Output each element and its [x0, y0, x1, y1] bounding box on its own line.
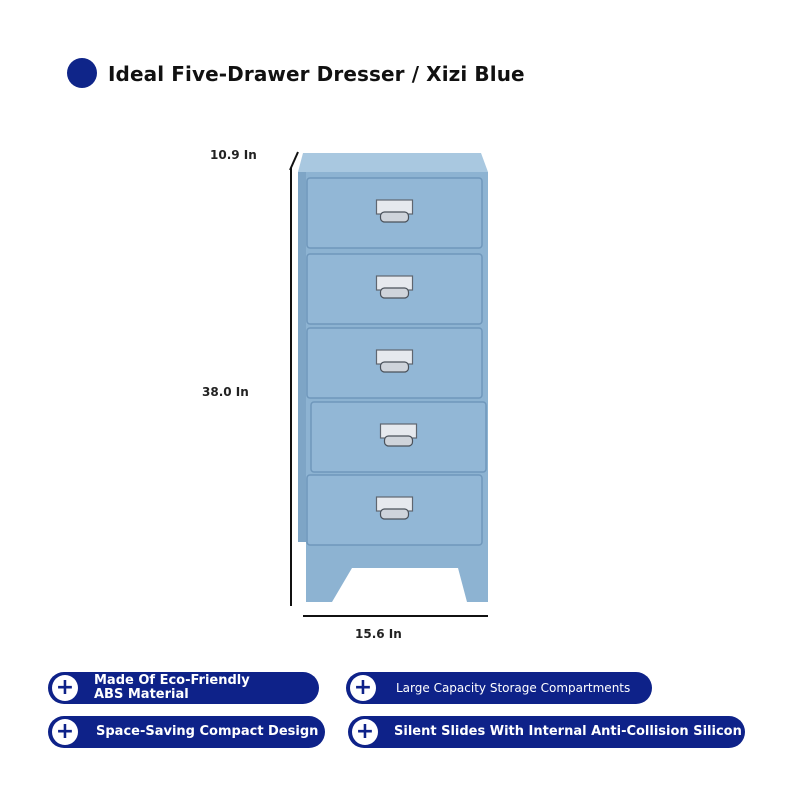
width-label: 15.6 In	[355, 627, 402, 641]
feature-silent-slides: + Silent Slides With Internal Anti-Colli…	[348, 716, 745, 748]
plus-icon: +	[350, 675, 376, 701]
drawer-pull-handle	[379, 287, 410, 299]
feature-label: Large Capacity Storage Compartments	[396, 681, 631, 695]
title-bullet-icon	[67, 58, 97, 88]
page-title: Ideal Five-Drawer Dresser / Xizi Blue	[108, 62, 525, 86]
feature-label: Space-Saving Compact Design	[96, 725, 319, 739]
height-label: 38.0 In	[202, 385, 249, 399]
drawer-pull-handle	[383, 435, 414, 447]
depth-dimension-line	[289, 151, 299, 171]
drawer-pull-handle	[379, 361, 410, 373]
dresser-side-shade	[298, 172, 306, 542]
feature-label: Silent Slides With Internal Anti-Collisi…	[394, 725, 742, 739]
drawer-pull-handle	[379, 508, 410, 520]
drawer-pull-handle	[379, 211, 410, 223]
feature-large-capacity: + Large Capacity Storage Compartments	[346, 672, 652, 704]
feature-label: Made Of Eco-Friendly ABS Material	[94, 674, 250, 702]
plus-icon: +	[352, 719, 378, 745]
plus-icon: +	[52, 675, 78, 701]
plus-icon: +	[52, 719, 78, 745]
dresser-top	[298, 153, 488, 172]
feature-eco-friendly: + Made Of Eco-Friendly ABS Material	[48, 672, 319, 704]
feature-space-saving: + Space-Saving Compact Design	[48, 716, 325, 748]
depth-label: 10.9 In	[210, 148, 257, 162]
